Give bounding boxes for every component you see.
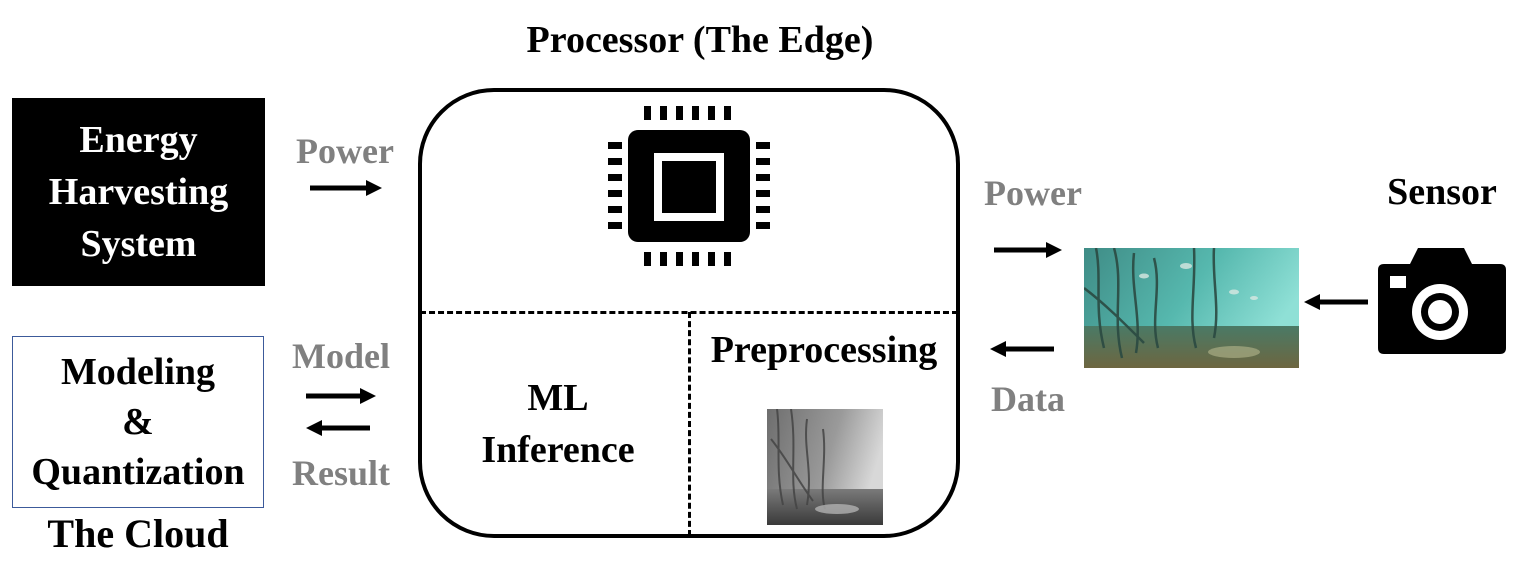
cloud-caption: The Cloud	[47, 511, 229, 556]
energy-harvesting-box: Energy Harvesting System	[12, 98, 265, 286]
vertical-divider	[688, 312, 691, 536]
processor-title: Processor (The Edge)	[526, 19, 874, 61]
modeling-quantization-box: Modeling & Quantization	[12, 336, 264, 508]
arrow-data	[990, 341, 1054, 357]
data-label: Data	[991, 379, 1065, 419]
preprocessing-label: Preprocessing	[710, 329, 938, 371]
power-label-right: Power	[984, 173, 1082, 213]
arrow-sensor	[1304, 294, 1368, 310]
energy-line: Harvesting	[48, 171, 229, 213]
ml-line: ML	[527, 377, 589, 419]
ml-line: Inference	[481, 429, 635, 471]
arrow-model	[306, 388, 376, 404]
cpu-chip-icon	[608, 106, 770, 266]
sensor-image	[1084, 248, 1299, 368]
cloud-line: Quantization	[31, 451, 245, 493]
arrow-result	[306, 420, 370, 436]
cloud-line: Modeling	[60, 351, 216, 393]
camera-icon	[1378, 248, 1506, 354]
model-label: Model	[292, 336, 390, 376]
arrow-power-right	[994, 242, 1062, 258]
ml-inference-label: ML Inference	[440, 372, 676, 476]
energy-line: System	[80, 223, 197, 265]
result-label: Result	[292, 453, 390, 493]
preprocessed-image	[767, 409, 883, 525]
energy-line: Energy	[79, 119, 198, 161]
power-label-left: Power	[296, 131, 394, 171]
cloud-line: &	[122, 401, 154, 443]
arrow-power-left	[310, 180, 382, 196]
sensor-label: Sensor	[1387, 171, 1497, 213]
